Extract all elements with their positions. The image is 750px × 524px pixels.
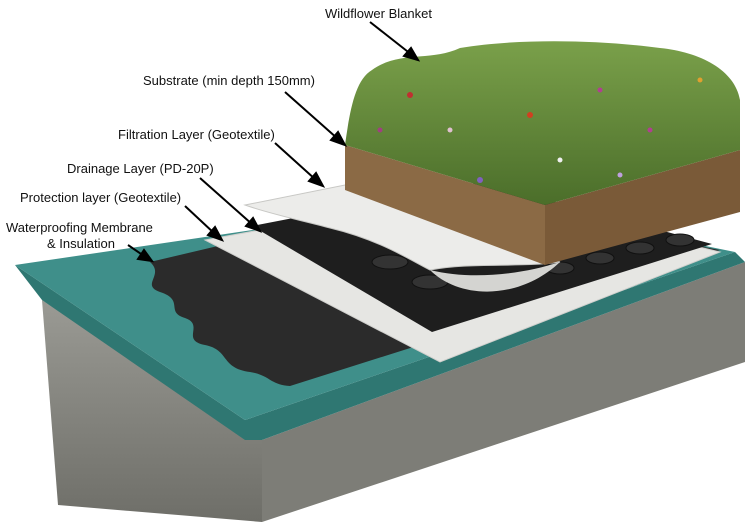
substrate-front-face	[345, 145, 545, 265]
label-waterproofing-line2: & Insulation	[47, 236, 115, 251]
concrete-slab-right-face	[262, 262, 745, 522]
label-waterproofing-line1: Waterproofing Membrane	[6, 220, 153, 235]
filtration-geotextile	[243, 184, 561, 271]
label-substrate: Substrate (min depth 150mm)	[143, 73, 315, 88]
filtration-curl	[430, 262, 560, 292]
label-drainage-layer: Drainage Layer (PD-20P)	[67, 161, 214, 176]
flowers	[377, 77, 703, 183]
label-wildflower-blanket: Wildflower Blanket	[325, 6, 432, 21]
label-protection-layer: Protection layer (Geotextile)	[20, 190, 182, 205]
substrate-right-face	[545, 150, 740, 265]
insulation-front	[245, 252, 745, 440]
leader-arrows	[127, 21, 421, 263]
insulation-side	[15, 265, 245, 440]
concrete-slab-left-face	[42, 300, 262, 522]
label-filtration-layer: Filtration Layer (Geotextile)	[118, 127, 275, 142]
wildflower-blanket	[345, 41, 740, 205]
